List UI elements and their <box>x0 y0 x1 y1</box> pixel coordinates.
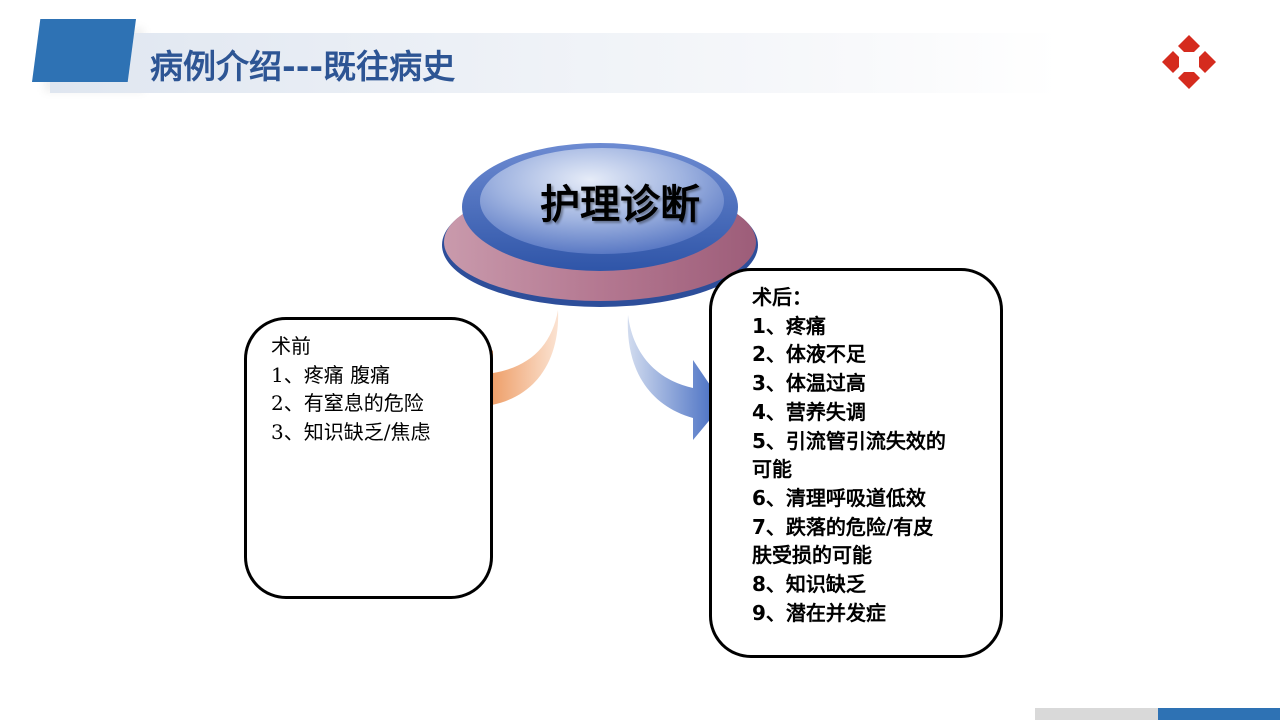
postop-item: 3、体温过高 <box>752 371 866 396</box>
preop-item: 2、有窒息的危险 <box>271 391 424 415</box>
postop-item: 可能 <box>752 457 792 482</box>
postop-item: 1、疼痛 <box>752 313 826 338</box>
postop-diagnosis-box: 术后： 1、疼痛 2、体液不足 3、体温过高 4、营养失调 5、引流管引流失效的… <box>709 268 1003 658</box>
center-disc-shape <box>442 143 758 307</box>
postop-heading: 术后： <box>752 285 812 309</box>
preop-item: 1、疼痛 腹痛 <box>271 362 391 387</box>
preop-heading: 术前 <box>271 334 311 358</box>
center-label: 护理诊断 <box>540 181 700 228</box>
red-cross-hospital-icon <box>1162 35 1216 89</box>
footer-bar-blue <box>1158 708 1280 720</box>
footer-bar-gray <box>1035 708 1158 720</box>
title-accent-block <box>32 19 136 82</box>
postop-item: 8、知识缺乏 <box>752 572 866 597</box>
title-bar <box>50 33 1060 93</box>
postop-item: 肤受损的可能 <box>752 543 872 568</box>
postop-item: 7、跌落的危险/有皮 <box>752 514 934 539</box>
preop-item: 3、知识缺乏/焦虑 <box>271 419 431 444</box>
postop-item: 5、引流管引流失效的 <box>752 428 946 453</box>
blue-curved-arrow-right-icon <box>627 315 723 440</box>
postop-item: 6、清理呼吸道低效 <box>752 485 926 510</box>
page-title: 病例介绍---既往病史 <box>150 47 456 86</box>
postop-item: 4、营养失调 <box>752 399 866 424</box>
preop-diagnosis-box: 术前 1、疼痛 腹痛 2、有窒息的危险 3、知识缺乏/焦虑 <box>244 317 493 599</box>
postop-item: 2、体液不足 <box>752 342 866 367</box>
postop-item: 9、潜在并发症 <box>752 600 886 625</box>
